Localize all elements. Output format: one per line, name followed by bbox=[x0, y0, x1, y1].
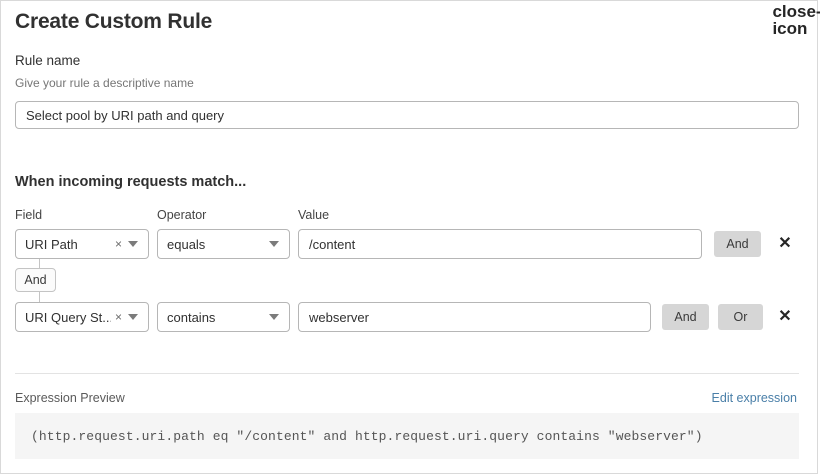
rule-name-help-text: Give your rule a descriptive name bbox=[15, 76, 194, 90]
connector-and-badge[interactable]: And bbox=[15, 268, 56, 292]
and-button-2[interactable]: And bbox=[662, 304, 709, 330]
and-button-1[interactable]: And bbox=[714, 231, 761, 257]
rule-name-label: Rule name bbox=[15, 53, 81, 68]
delete-condition-icon-2[interactable]: ✕ bbox=[778, 308, 792, 325]
chevron-down-icon bbox=[128, 314, 138, 320]
value-input-1[interactable] bbox=[298, 229, 702, 259]
page-title: Create Custom Rule bbox=[15, 10, 213, 33]
field-select-1[interactable]: URI Path × bbox=[15, 229, 149, 259]
condition-row: URI Query St... × contains And Or ✕ bbox=[1, 302, 817, 332]
value-input-2[interactable] bbox=[298, 302, 651, 332]
field-select-2-value: URI Query St... bbox=[25, 309, 111, 325]
operator-select-2-value: contains bbox=[167, 309, 216, 325]
edit-expression-link[interactable]: Edit expression bbox=[711, 391, 797, 405]
expression-preview-label: Expression Preview bbox=[15, 391, 125, 405]
clear-icon[interactable]: × bbox=[114, 237, 122, 251]
chevron-down-icon bbox=[269, 314, 279, 320]
column-header-field: Field bbox=[15, 208, 43, 222]
condition-row: URI Path × equals And ✕ bbox=[1, 229, 817, 259]
operator-select-1-value: equals bbox=[167, 236, 206, 252]
operator-select-1[interactable]: equals bbox=[157, 229, 290, 259]
clear-icon[interactable]: × bbox=[114, 310, 122, 324]
conditions-section-title: When incoming requests match... bbox=[15, 174, 247, 190]
delete-condition-icon-1[interactable]: ✕ bbox=[778, 235, 792, 252]
operator-select-2[interactable]: contains bbox=[157, 302, 290, 332]
field-select-2[interactable]: URI Query St... × bbox=[15, 302, 149, 332]
or-button-2[interactable]: Or bbox=[718, 304, 763, 330]
rule-name-input[interactable] bbox=[15, 101, 799, 129]
expression-preview-code: (http.request.uri.path eq "/content" and… bbox=[31, 428, 703, 444]
field-select-1-value: URI Path bbox=[25, 236, 78, 252]
column-header-operator: Operator bbox=[157, 208, 207, 222]
chevron-down-icon bbox=[128, 241, 138, 247]
section-divider bbox=[15, 373, 799, 374]
close-icon[interactable]: close-icon bbox=[772, 2, 820, 38]
chevron-down-icon bbox=[269, 241, 279, 247]
column-header-value: Value bbox=[298, 208, 330, 222]
dialog-header: Create Custom Rule close-icon bbox=[1, 1, 820, 45]
expression-preview-box: (http.request.uri.path eq "/content" and… bbox=[15, 413, 799, 459]
